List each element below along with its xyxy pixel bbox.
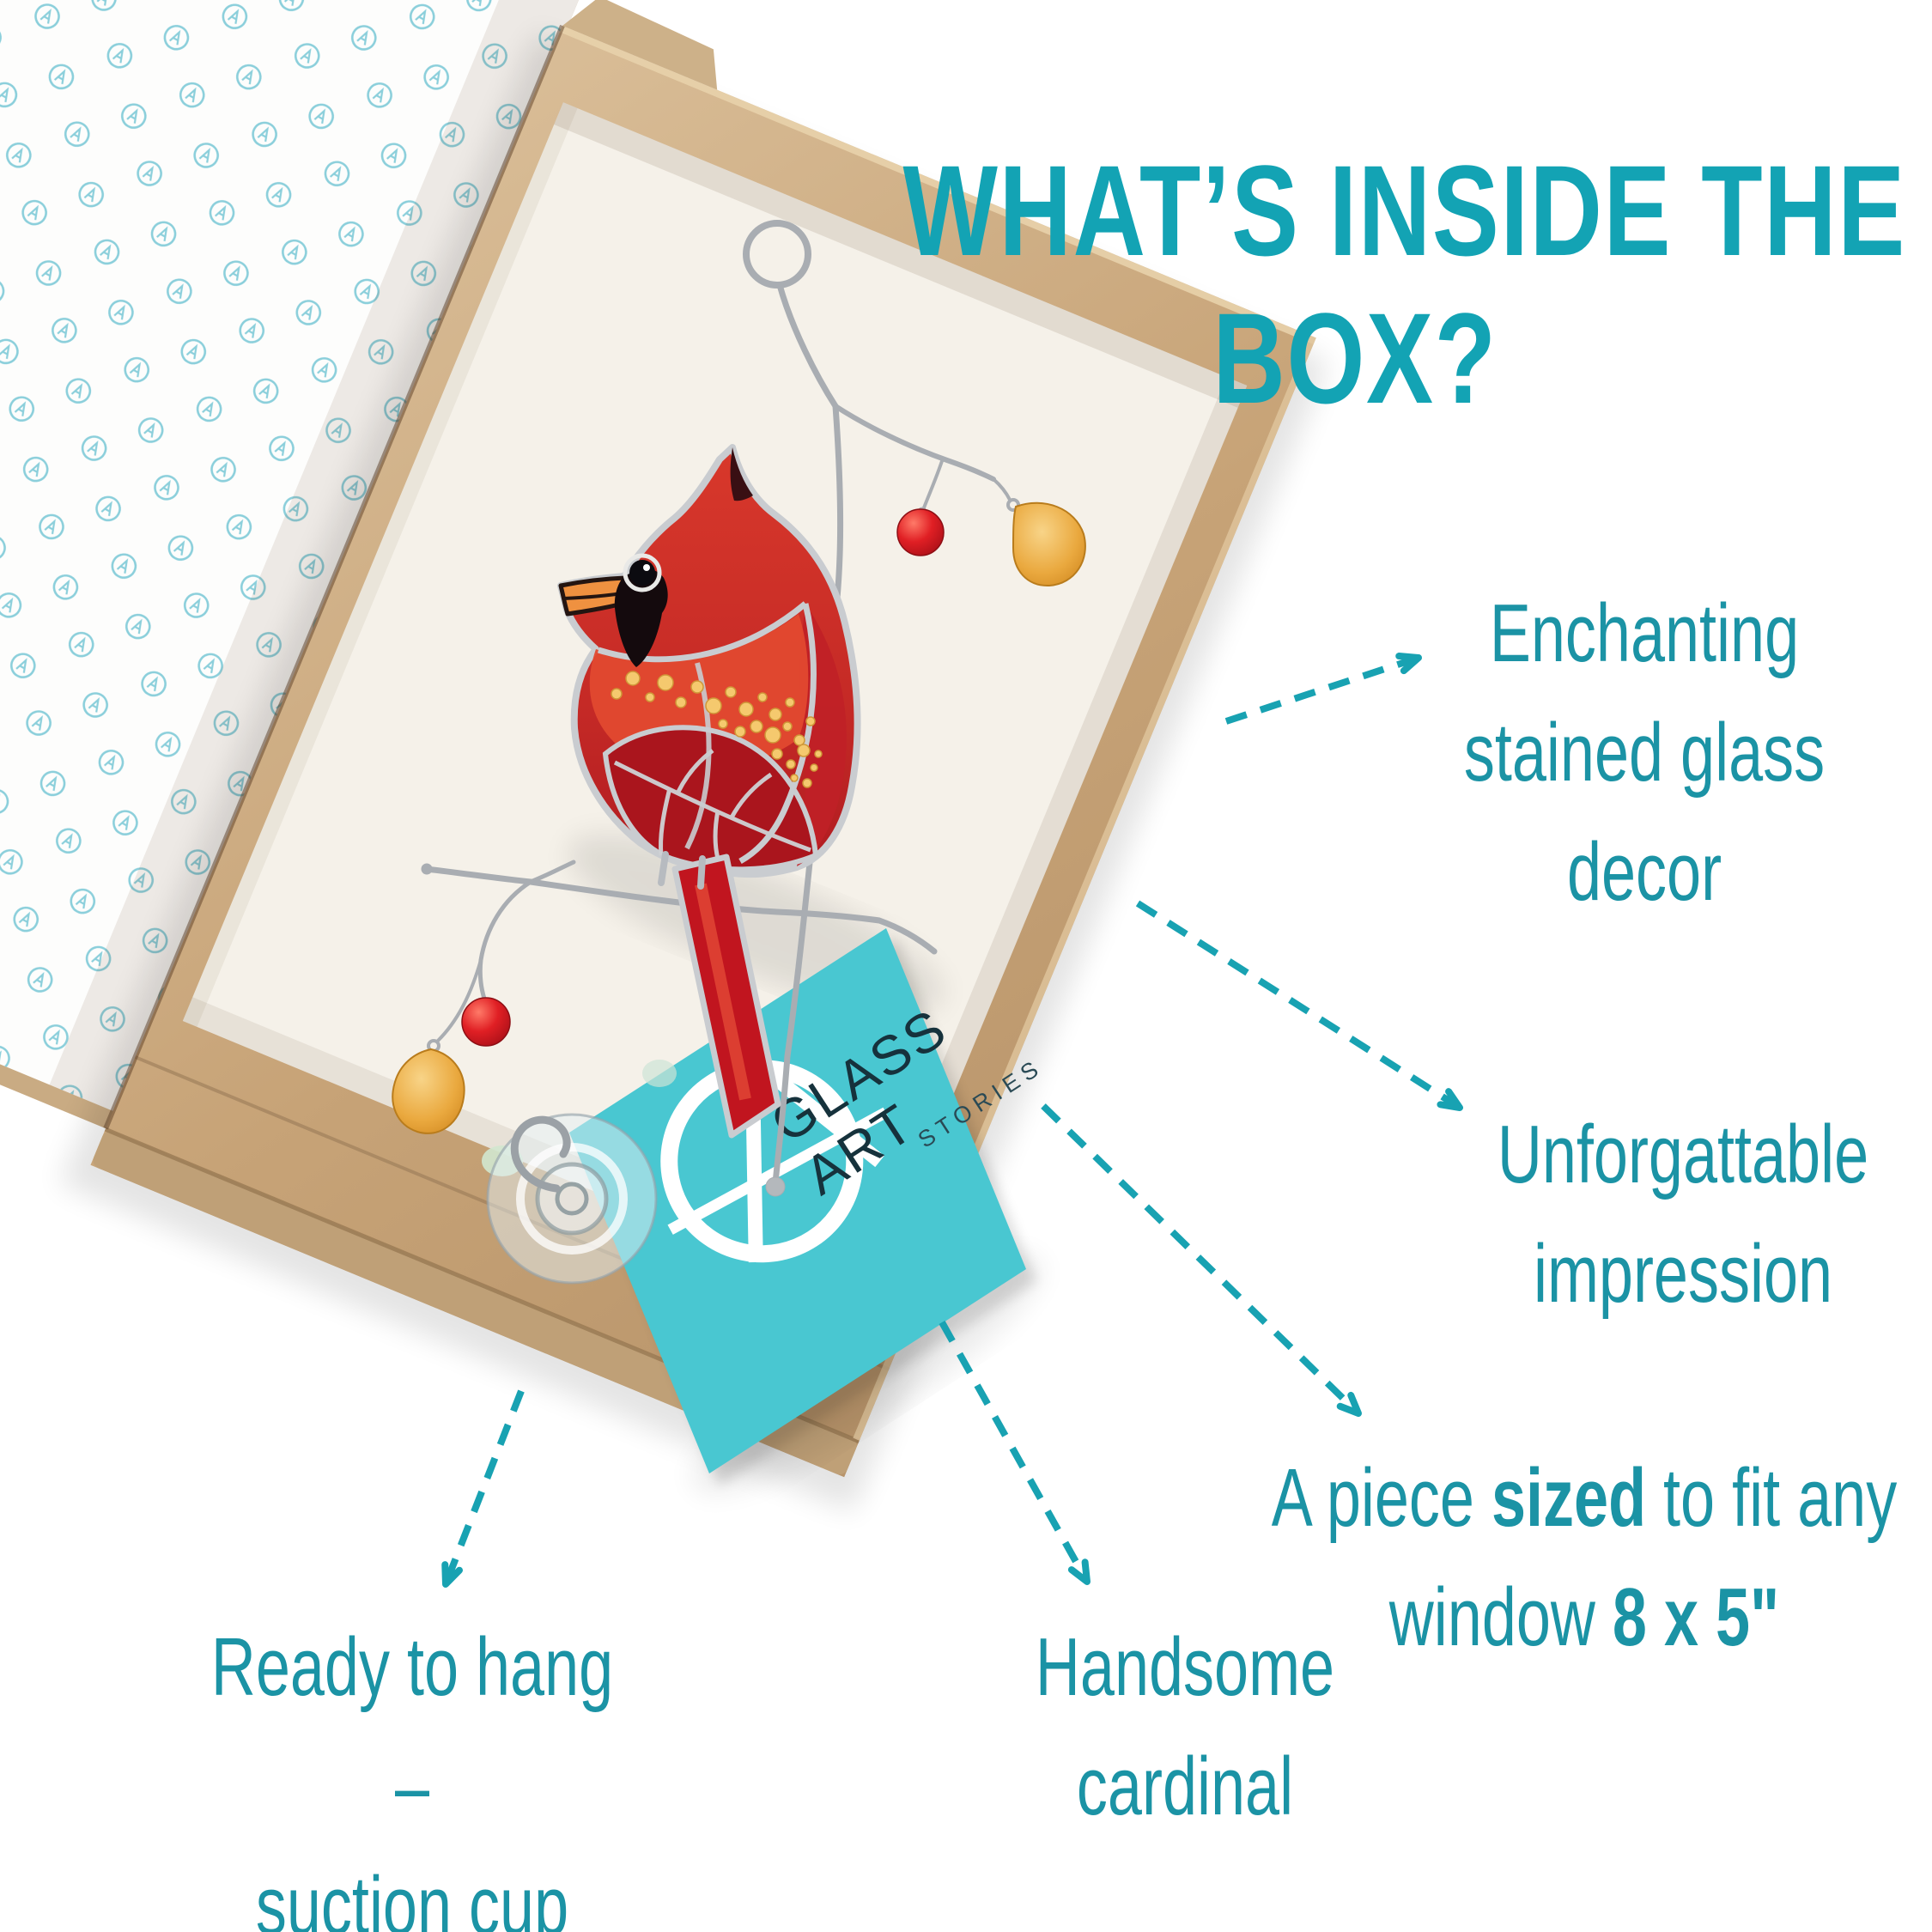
annotation-line: stained glass: [1463, 707, 1826, 799]
annotation-line: cardinal: [1076, 1741, 1294, 1833]
cardinal-eye: [629, 560, 655, 586]
dashed-arrow-unforgettable: [1135, 900, 1463, 1111]
annotation-line: decor: [1566, 826, 1722, 919]
annotation-unforgettable: Unforgattable impression: [1394, 1095, 1932, 1334]
sized-text: window: [1388, 1571, 1613, 1664]
annotation-line: Ready to hang –: [210, 1621, 614, 1833]
cardinal-legs: [658, 851, 706, 890]
dashed-arrow-handsome: [939, 1321, 1091, 1585]
sized-dimensions: 8 x 5": [1612, 1571, 1780, 1664]
suction-cup: [486, 1113, 658, 1285]
cardinal-wing: [602, 725, 819, 872]
suction-cup-hook: [510, 1115, 571, 1193]
annotation-line: Enchanting: [1489, 587, 1800, 679]
annotation-line: A piece sized to fit any: [1198, 1438, 1932, 1558]
annotation-sized: A piece sized to fit any window 8 x 5": [1198, 1438, 1932, 1677]
page-title-line2: BOX?: [1212, 286, 1498, 430]
gold-dots: [611, 671, 823, 788]
amber-glass-leaf: [392, 1048, 465, 1134]
annotation-handsome: Handsome cardinal: [960, 1607, 1411, 1846]
annotation-line: Handsome: [1035, 1621, 1335, 1713]
dashed-arrow-ready: [441, 1389, 525, 1588]
annotation-line: impression: [1533, 1228, 1833, 1321]
annotation-line: suction cup: [255, 1860, 569, 1932]
amber-glass-leaf: [1012, 501, 1086, 587]
stained-glass-cardinal: [557, 444, 861, 1139]
sized-bold: sized: [1491, 1452, 1647, 1544]
tissue-paper-pattern: [0, 0, 593, 1114]
cardinal-eye-ring: [623, 553, 662, 592]
annotation-ready: Ready to hang – suction cup included: [187, 1607, 638, 1932]
cardinal-mask: [614, 568, 668, 667]
red-berry-bead: [896, 508, 945, 556]
sized-text: A piece: [1271, 1452, 1492, 1544]
page-title-line1: WHAT’S INSIDE THE: [902, 137, 1906, 283]
dashed-arrow-sized: [1041, 1103, 1362, 1417]
glass-pebble: [642, 1060, 677, 1087]
sized-text: to fit any: [1646, 1452, 1898, 1544]
page-title: WHAT’S INSIDE THE BOX?: [903, 137, 1905, 433]
annotation-line: Unforgattable: [1497, 1109, 1869, 1200]
annotation-line: window 8 x 5": [1198, 1558, 1932, 1677]
red-berry-bead: [461, 997, 511, 1047]
annotation-enchanting: Enchanting stained glass decor: [1355, 574, 1932, 933]
